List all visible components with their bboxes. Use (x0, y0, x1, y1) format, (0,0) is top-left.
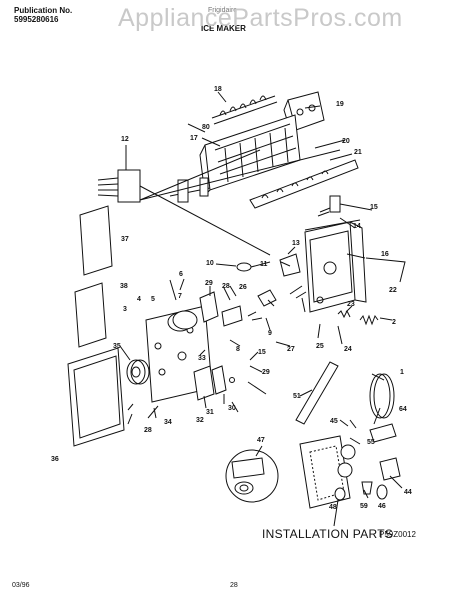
motor (167, 310, 198, 332)
callout-number: 17 (190, 135, 198, 142)
callout-number: 47 (257, 437, 265, 444)
callout-number: 29 (205, 280, 213, 287)
callout-number: 31 (206, 409, 214, 416)
callout-number: 15 (370, 204, 378, 211)
publication-number: 5995280616 (14, 15, 59, 24)
timing-cam (199, 291, 263, 327)
callout-number: 27 (287, 346, 295, 353)
watermark: AppliancePartsPros.com (118, 4, 403, 32)
callout-number: 37 (121, 236, 129, 243)
thermostat (279, 253, 301, 277)
callout-number: 20 (342, 138, 350, 145)
callout: 18 (214, 86, 222, 93)
callout-number: 30 (228, 405, 236, 412)
callout-number: 35 (113, 343, 121, 350)
switch-bracket (193, 365, 235, 401)
callout-number: 28 (144, 427, 152, 434)
callout-number: 23 (347, 301, 355, 308)
callout-number: 32 (196, 417, 204, 424)
callout-number: 24 (344, 346, 352, 353)
ice-ejector (211, 95, 278, 125)
callout-number: 80 (202, 124, 210, 131)
shutoff-switch-assembly (257, 285, 324, 307)
callout-number: 11 (260, 261, 268, 268)
fill-tube (295, 361, 339, 425)
clamp-44 (379, 457, 401, 481)
callout-number: 9 (268, 330, 272, 337)
callout-number: 4 (137, 296, 141, 303)
callout-number: 64 (399, 406, 407, 413)
cover-insulation (74, 282, 107, 348)
insert-59 (361, 481, 373, 495)
callout-number: 22 (389, 287, 397, 294)
callout-number: 48 (329, 504, 337, 511)
callout-number: 33 (198, 355, 206, 362)
callout-number: 10 (206, 260, 214, 267)
section-title: ICE MAKER (201, 24, 246, 33)
callout-number: 44 (404, 489, 412, 496)
switch (317, 195, 341, 217)
brand-fragment: Frigidaire (208, 7, 238, 14)
callout-number: 2 (392, 319, 396, 326)
callout-number: 29 (262, 369, 270, 376)
callout-number: 25 (316, 343, 324, 350)
footer-date: 03/96 (12, 582, 30, 589)
holder-10 (236, 261, 271, 272)
callout-number: 46 (378, 503, 386, 510)
callout-number: 6 (179, 271, 183, 278)
callout-number: 14 (353, 223, 361, 230)
callout-number: 7 (178, 293, 182, 300)
front-cover (79, 205, 113, 276)
callout-number: 16 (381, 251, 389, 258)
clamp-64 (369, 423, 397, 443)
screws (127, 279, 259, 419)
callout-number: 55 (367, 439, 375, 446)
publication-label: Publication No. (14, 6, 73, 15)
callout-number: 19 (336, 101, 344, 108)
callout-number: 34 (164, 419, 172, 426)
callout-number: 51 (293, 393, 301, 400)
callout-number: 59 (360, 503, 368, 510)
callout-number: 45 (330, 418, 338, 425)
installation-parts-label: INSTALLATION PARTS (262, 527, 394, 541)
callout-numbers: 18 19 80 17 20 12 21 15 14 37 13 16 10 1… (51, 86, 412, 511)
callout-number: 1 (400, 369, 404, 376)
nut-48 (334, 487, 346, 501)
callout-number: 38 (120, 283, 128, 290)
drive-gear (126, 359, 150, 385)
callout-number: 13 (292, 240, 300, 247)
water-line-coil (369, 373, 395, 419)
callout-number: 5 (151, 296, 155, 303)
ice-mold (199, 114, 301, 197)
callout-number: 15 (258, 349, 266, 356)
callout-number: 36 (51, 456, 59, 463)
housing (304, 221, 406, 313)
spring (337, 309, 379, 326)
callout-number: 26 (239, 284, 247, 291)
callout-number: 28 (222, 283, 230, 290)
water-valve-coil-detail (225, 449, 279, 503)
figure-code: P59Z0012 (379, 530, 416, 539)
shutoff-arm (249, 159, 359, 209)
callout-number: 21 (354, 149, 362, 156)
nut-46 (376, 484, 388, 500)
callout-number: 12 (121, 136, 129, 143)
callout-number: 8 (236, 346, 240, 353)
callout-number: 3 (123, 306, 127, 313)
page-number: 28 (230, 582, 238, 589)
water-valve (299, 419, 357, 509)
mold-heater-cable (169, 177, 211, 203)
wire-harness (97, 169, 271, 256)
front-cover-36 (67, 347, 125, 447)
